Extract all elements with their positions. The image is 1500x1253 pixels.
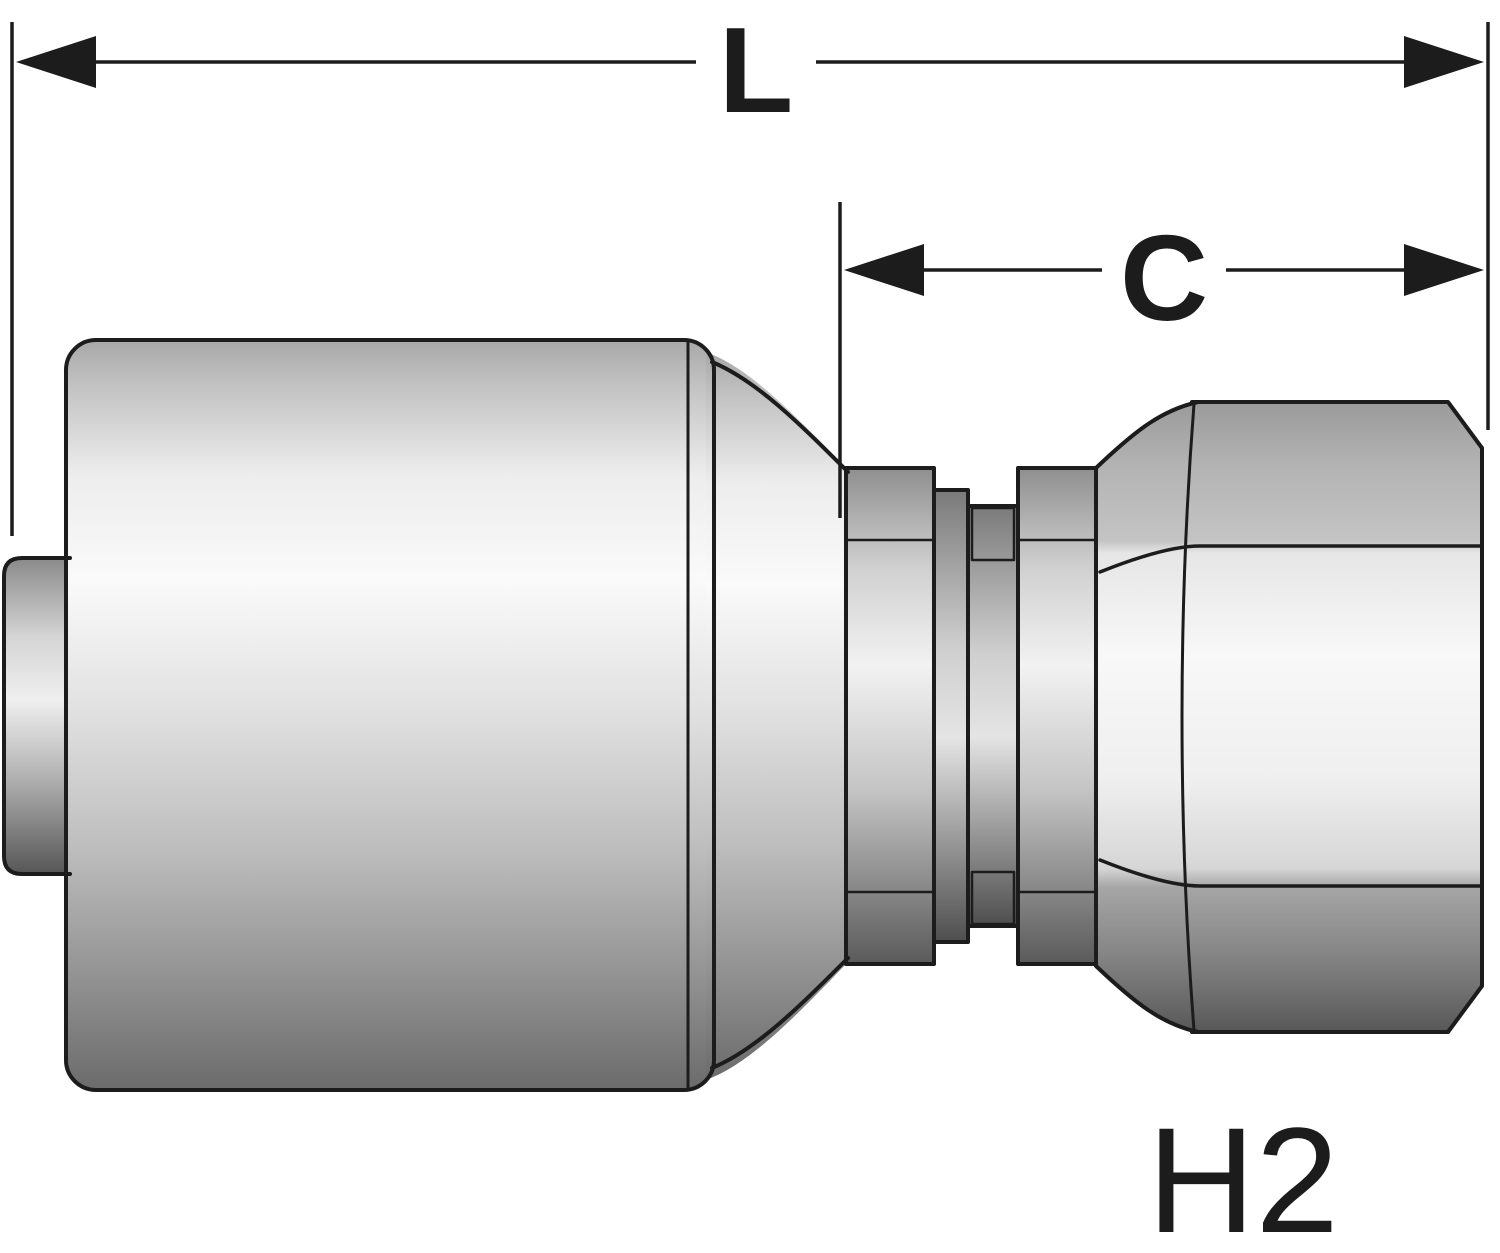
- cone-bottom-edge: [710, 956, 850, 1070]
- hose-stub-outline: [2, 556, 72, 876]
- hose-stub: [4, 558, 70, 874]
- dimension-l: L: [10, 2, 1490, 536]
- nut-flare-top-edge: [1094, 400, 1200, 470]
- hex-nut: [1192, 402, 1482, 1032]
- hex-nut-outline: [1190, 400, 1484, 1034]
- dimension-c: C: [838, 202, 1484, 518]
- nut-flare: [1096, 402, 1198, 1032]
- nut-flare-bottom-edge: [1094, 964, 1200, 1034]
- arrowhead-left-icon: [16, 36, 96, 88]
- nut-cone-transition-line: [1180, 402, 1196, 1032]
- dimension-l-label: L: [719, 2, 794, 138]
- swivel-waist: [968, 506, 1018, 926]
- fitting-illustration: [4, 340, 1482, 1090]
- hex-facet-line-top: [1098, 544, 1484, 574]
- ferrule-shell: [66, 340, 714, 1090]
- cone-top-edge: [710, 360, 850, 474]
- collar-ring-a: [846, 468, 934, 964]
- waist-step-bottom: [970, 870, 1016, 926]
- arrowhead-right-icon: [1404, 36, 1484, 88]
- waist-step-top: [970, 506, 1016, 562]
- transition-cone: [706, 352, 848, 1080]
- collar-ring-b-outline: [1016, 466, 1098, 966]
- ferrule-shell-outline: [64, 338, 716, 1092]
- dimension-c-label: C: [1120, 210, 1208, 346]
- fitting-outlines: [2, 338, 1484, 1092]
- part-code-label: H2: [1147, 1096, 1339, 1253]
- arrowhead-left-icon: [844, 244, 924, 296]
- arrowhead-right-icon: [1404, 244, 1484, 296]
- collar-groove: [934, 490, 968, 942]
- hex-facet-line-bottom: [1098, 858, 1484, 888]
- collar-ring-b: [1018, 468, 1096, 964]
